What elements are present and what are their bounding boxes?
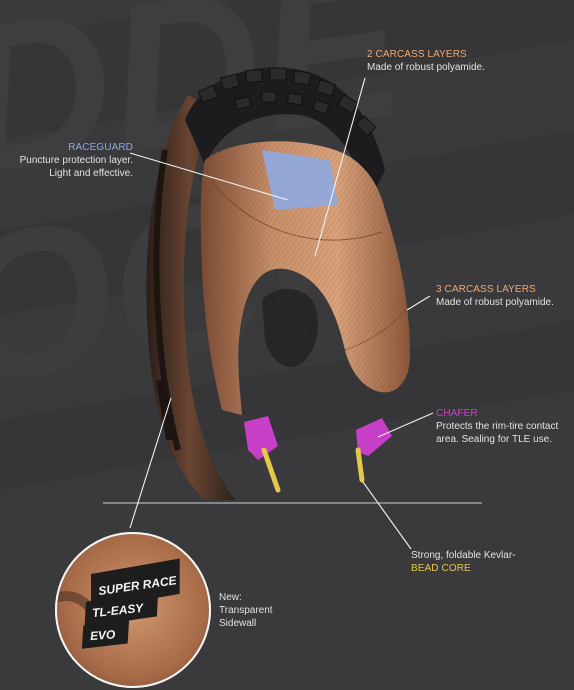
sidewall-detail-inset: SUPER RACE TL-EASY EVO	[55, 532, 211, 688]
callout-description: Strong, foldable Kevlar-	[411, 550, 516, 561]
leader-lines	[129, 77, 434, 550]
callout-description: Made of robust polyamide.	[367, 62, 485, 73]
callout-title: RACEGUARD	[68, 142, 133, 153]
callout-description: New: Transparent Sidewall	[219, 592, 273, 629]
callout-2-carcass-layers: 2 CARCASS LAYERS Made of robust polyamid…	[367, 48, 485, 74]
callout-transparent-sidewall: New: Transparent Sidewall	[219, 591, 273, 630]
callout-3-carcass-layers: 3 CARCASS LAYERS Made of robust polyamid…	[436, 283, 554, 309]
callout-title: CHAFER	[436, 408, 478, 419]
bead-cores	[261, 447, 365, 493]
callout-bead-core: Strong, foldable Kevlar- BEAD CORE	[411, 549, 516, 575]
callout-title: 3 CARCASS LAYERS	[436, 284, 536, 295]
callout-chafer: CHAFER Protects the rim-tire contact are…	[436, 407, 558, 446]
callout-description: Made of robust polyamide.	[436, 297, 554, 308]
callout-title: 2 CARCASS LAYERS	[367, 49, 467, 60]
callout-title: BEAD CORE	[411, 563, 471, 574]
callout-description: Protects the rim-tire contact area. Seal…	[436, 421, 559, 445]
callout-description: Puncture protection layer. Light and eff…	[19, 155, 133, 179]
tire-tread	[185, 67, 385, 200]
sidewall-label-tl-easy: TL-EASY	[91, 601, 145, 620]
carcass-casing	[200, 141, 410, 416]
tire-sidewall	[146, 95, 235, 500]
raceguard-layer	[262, 150, 338, 210]
chafer-strips	[244, 416, 392, 460]
sidewall-label-evo: EVO	[90, 627, 117, 643]
callout-raceguard: RACEGUARD Puncture protection layer. Lig…	[10, 141, 133, 180]
